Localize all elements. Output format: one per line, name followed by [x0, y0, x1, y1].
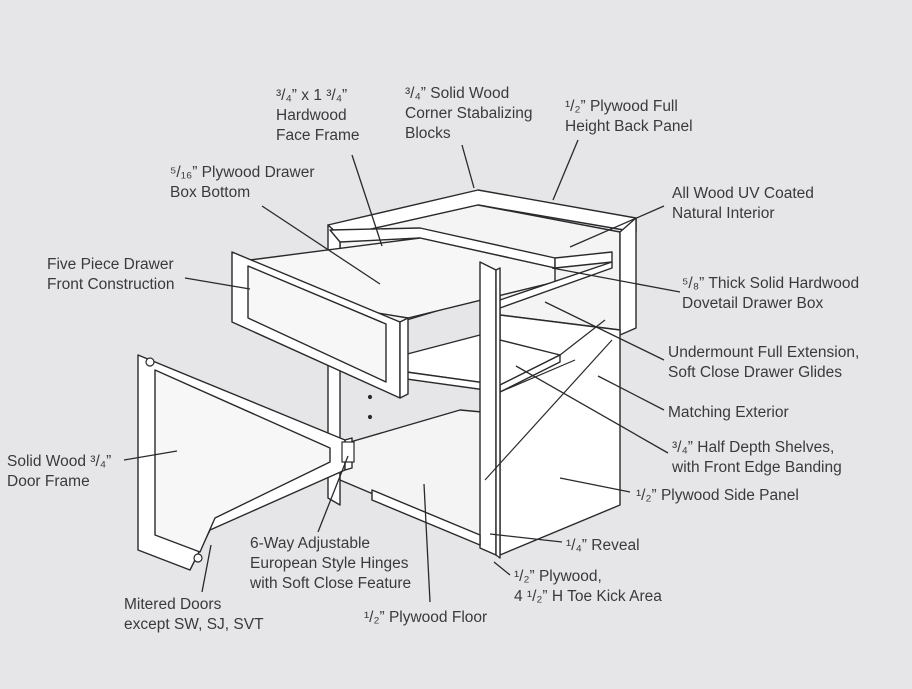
leader-face-frame: [351, 154, 383, 247]
label-toe-kick: ¹/₂” Plywood,4 ¹/₂” H Toe Kick Area: [514, 568, 662, 605]
label-door-frame: Solid Wood ³/₄”Door Frame: [7, 453, 112, 490]
leader-hinges: [317, 455, 349, 533]
leader-floor: [423, 483, 431, 603]
leader-reveal: [489, 533, 563, 543]
face-frame-stile: [479, 261, 497, 556]
leader-toe-kick: [493, 561, 511, 576]
leader-glides: [544, 301, 665, 361]
leader-uv-interior: [569, 205, 665, 248]
label-floor: ¹/₂” Plywood Floor: [364, 609, 488, 626]
leader-shelves: [515, 365, 669, 454]
side-panel: [619, 217, 637, 336]
leader-corner-blocks: [461, 144, 475, 189]
floor-panel: [339, 409, 483, 541]
label-shelves: ³/₄” Half Depth Shelves,with Front Edge …: [672, 439, 842, 476]
label-reveal: ¹/₄” Reveal: [566, 537, 640, 554]
leader-exterior: [597, 375, 665, 411]
label-exterior: Matching Exterior: [668, 404, 789, 421]
drawer-front-panel: [247, 265, 387, 383]
door-panel: [154, 369, 331, 553]
leader-door-frame: [123, 450, 178, 461]
label-side-panel: ¹/₂” Plywood Side Panel: [636, 487, 799, 504]
leader-side-panel: [559, 477, 631, 493]
leader-dovetail: [551, 267, 681, 293]
drawer-front-edge: [399, 317, 409, 399]
leader-back-panel: [552, 139, 579, 201]
label-glides: Undermount Full Extension,Soft Close Dra…: [668, 344, 860, 381]
leader-drawer-front: [184, 277, 251, 290]
leader-drawer-bottom: [261, 205, 381, 285]
face-frame-stile-front: [495, 267, 501, 559]
leader-mitered-doors: [201, 544, 212, 593]
